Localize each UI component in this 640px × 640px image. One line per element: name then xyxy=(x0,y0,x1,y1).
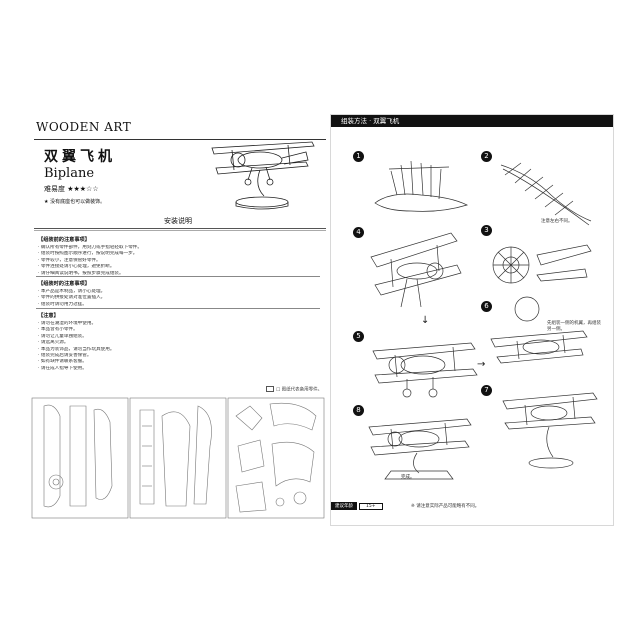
parts-panel-3 xyxy=(227,397,325,519)
section-line: · 如有缺件请联系客服。 xyxy=(38,359,87,365)
age-label: 建议年龄 xyxy=(331,502,357,510)
step-6-badge: 6 xyxy=(481,301,492,312)
section-line: · 组装时按照图示顺序进行，按说明完成每一步。 xyxy=(38,251,138,257)
age-value: 15+ xyxy=(359,502,383,510)
parts-sheet-diagram xyxy=(31,397,325,519)
arrow-down-icon: ↓ xyxy=(421,315,430,326)
step-3-badge: 3 xyxy=(481,225,492,236)
section-line: · 确认所有零件部件，用刻刀或手指轻轻取下零件。 xyxy=(38,245,142,250)
cover-page: WOODEN ART 双翼飞机 Biplane 难易度 ★★★☆☆ ★ 没有底座… xyxy=(30,114,326,524)
product-title-zh: 双翼飞机 xyxy=(44,149,116,165)
section-line: · 本产品是木制品，请小心处理。 xyxy=(38,289,106,294)
section-before-assembly: 【组装前的注意事项】 · 确认所有零件部件，用刻刀或手指轻轻取下零件。 · 组装… xyxy=(38,236,318,277)
section-line: · 请仔细阅读说明书，按照步骤完成组装。 xyxy=(38,270,124,276)
section-line: · 请勿在潮湿的环境中使用。 xyxy=(38,321,97,326)
step-4-illustration xyxy=(370,232,462,308)
biplane-hero-illustration xyxy=(211,141,315,210)
step-2-illustration xyxy=(500,162,592,226)
section-heading: 【注意】 xyxy=(38,313,59,319)
section-line: · 零件连接处请小心处理，避免折断。 xyxy=(38,264,115,270)
section-caution: 【注意】 · 请勿在潮湿的环境中使用。 · 本品含有小零件。 · 请勿让儿童单独… xyxy=(38,312,318,372)
parts-legend-text: □ 图纸代表备用零件。 xyxy=(276,387,323,393)
section-line: · 请勿让儿童单独组装。 xyxy=(38,333,87,339)
section-line: · 组装时请勿用力过猛。 xyxy=(38,301,87,307)
step-6-callout: 先组装一侧的机翼，再组装另一侧。 xyxy=(547,321,601,332)
section-line: · 零件较小，注意保管好零件。 xyxy=(38,257,101,263)
assembly-header: 组装方法 · 双翼飞机 xyxy=(331,115,613,127)
stand-note: ★ 没有底座也可以做装饰。 xyxy=(44,199,106,205)
step-2-callout: 注意左右不同。 xyxy=(541,219,573,224)
step-2-badge: 2 xyxy=(481,151,492,162)
assembly-page: 组装方法 · 双翼飞机 1 2 注意左右不同。 3 4 xyxy=(330,114,614,526)
instructions-title: 安装说明 xyxy=(164,217,192,225)
step-4-badge: 4 xyxy=(353,227,364,238)
section-line: · 请在成人指导下使用。 xyxy=(38,365,87,371)
section-line: · 组装完成后请妥善保管。 xyxy=(38,353,92,359)
section-line: · 本品含有小零件。 xyxy=(38,327,78,333)
difficulty-rating: 难易度 ★★★☆☆ xyxy=(44,184,99,194)
product-title-en: Biplane xyxy=(44,166,95,181)
section-divider xyxy=(36,308,320,309)
product-warning: ※ 请注意实际产品可能略有不同。 xyxy=(411,504,480,509)
difficulty-label: 难易度 xyxy=(44,185,65,193)
section-during-assembly: 【组装时的注意事项】 · 本产品是木制品，请小心处理。 · 零件的拼接处请对准位… xyxy=(38,280,318,308)
parts-panel-1 xyxy=(31,397,129,519)
step-1-illustration xyxy=(374,160,468,212)
recommended-age: 建议年龄 15+ xyxy=(331,501,383,511)
brand-logo: WOODEN ART xyxy=(36,120,132,134)
section-heading: 【组装前的注意事项】 xyxy=(38,237,90,243)
step-5-illustration xyxy=(372,342,478,398)
step-5-badge: 5 xyxy=(353,331,364,342)
difficulty-stars: ★★★☆☆ xyxy=(67,185,99,193)
section-divider xyxy=(36,276,320,277)
instructions-rule xyxy=(34,228,326,229)
step-1-badge: 1 xyxy=(353,151,364,162)
parts-legend: □ 图纸代表备用零件。 xyxy=(266,386,322,393)
section-line: · 请远离火源。 xyxy=(38,340,69,346)
arrow-right-icon: → xyxy=(477,359,486,370)
step-7-badge: 7 xyxy=(481,385,492,396)
step-3-illustration xyxy=(492,244,592,284)
parts-panel-2 xyxy=(129,397,227,519)
step-8-badge: 8 xyxy=(353,405,364,416)
section-line: · 零件的拼接处请对准位置插入。 xyxy=(38,295,106,301)
spare-part-box-icon xyxy=(266,386,274,392)
step-8-illustration xyxy=(368,418,472,480)
step-8-callout: 完成。 xyxy=(401,475,415,480)
brand-divider xyxy=(34,139,326,140)
section-line: · 本品为装饰品，请勿当作玩具使用。 xyxy=(38,346,115,352)
section-heading: 【组装时的注意事项】 xyxy=(38,281,90,287)
step-6-illustration xyxy=(490,296,588,364)
step-7-illustration xyxy=(502,392,598,469)
instructions-rule-secondary xyxy=(34,230,326,231)
